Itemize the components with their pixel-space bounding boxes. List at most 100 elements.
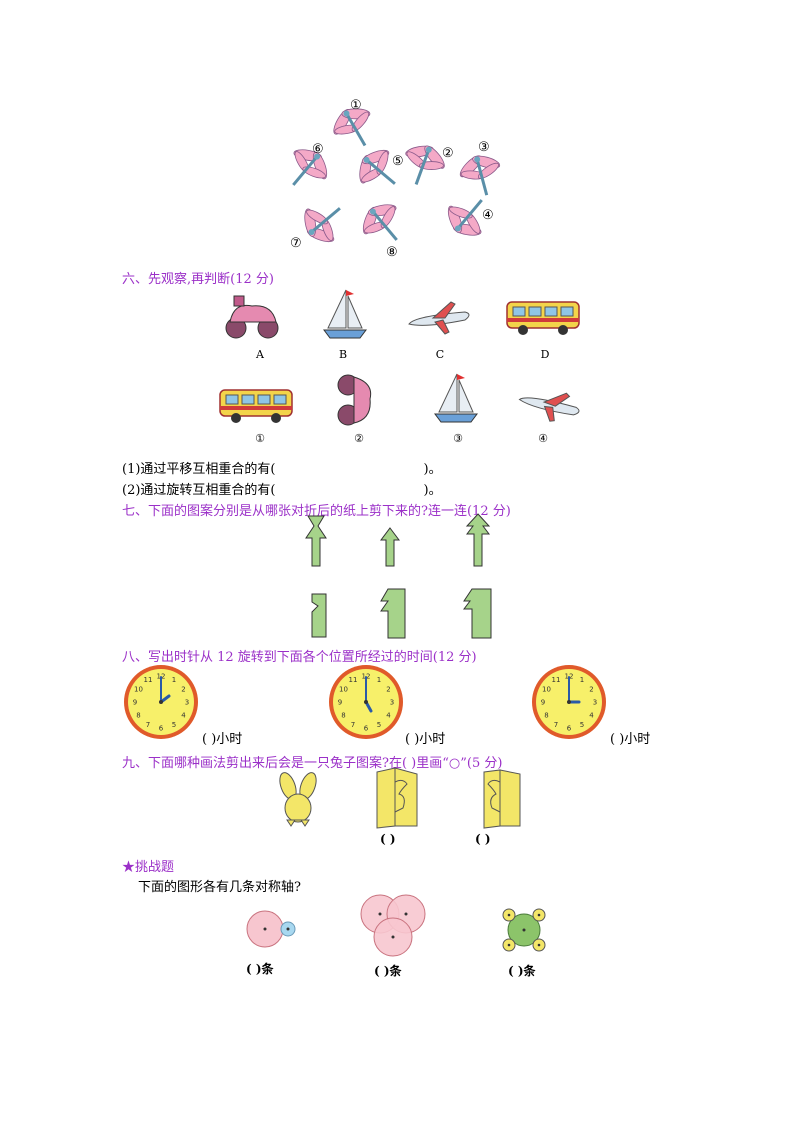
clock-numeral: 2 — [589, 686, 593, 694]
clock-numeral: 8 — [341, 712, 345, 720]
clock-numeral: 10 — [339, 686, 348, 694]
cut-pattern-3-icon — [465, 513, 491, 567]
clock-numeral: 3 — [593, 699, 597, 707]
clock-numeral: 5 — [172, 721, 176, 729]
clock-numeral: 6 — [567, 725, 572, 733]
challenge-title: ★挑战题 — [122, 860, 175, 875]
label-a: A — [256, 348, 264, 361]
clock-numeral: 6 — [364, 725, 369, 733]
label-b: B — [338, 348, 348, 361]
dragonfly-label-4: ④ — [482, 208, 494, 223]
section7-title: 七、下面的图案分别是从哪张对折后的纸上剪下来的?连一连(12 分) — [122, 504, 511, 519]
folded-paper-3-icon — [463, 588, 492, 639]
clock-1-icon: 121234567891011 — [124, 665, 198, 739]
clock-numeral: 3 — [390, 699, 394, 707]
dragonfly-label-6: ⑥ — [312, 142, 324, 157]
label-3: ③ — [453, 432, 463, 445]
symmetry-answer-3[interactable]: ( )条 — [508, 962, 536, 979]
question-translation: (1)通过平移互相重合的有( )。 — [122, 458, 442, 477]
label-c: C — [435, 348, 445, 361]
symmetry-2-unit: 条 — [389, 964, 402, 978]
label-4: ④ — [538, 432, 548, 445]
clock-numeral: 7 — [146, 721, 150, 729]
fold-drawing-1-icon — [376, 767, 418, 829]
symmetry-shape-2-icon — [360, 894, 426, 957]
section6-title: 六、先观察,再判断(12 分) — [122, 272, 274, 287]
symmetry-answer-2[interactable]: ( )条 — [374, 962, 402, 979]
symmetry-3-unit: 条 — [523, 964, 536, 978]
clock-1-answer[interactable]: ( )小时 — [202, 728, 242, 747]
clock-numeral: 7 — [351, 721, 355, 729]
cut-pattern-2-icon — [380, 527, 400, 567]
symmetry-shape-3-icon — [502, 908, 546, 952]
q2-prefix: (2)通过旋转互相重合的有( — [122, 483, 276, 498]
clock-numeral: 8 — [136, 712, 140, 720]
dragonfly-label-7: ⑦ — [290, 236, 302, 251]
q2-suffix: )。 — [423, 483, 442, 498]
clock-2-icon: 121234567891011 — [329, 665, 403, 739]
folded-paper-2-icon — [380, 588, 406, 639]
clock-numeral: 5 — [580, 721, 584, 729]
clock-numeral: 5 — [377, 721, 381, 729]
clock-numeral: 1 — [172, 676, 176, 684]
clock-numeral: 4 — [386, 712, 391, 720]
clock-numeral: 8 — [544, 712, 548, 720]
dragonfly-figure — [274, 95, 511, 256]
clock-numeral: 2 — [181, 686, 185, 694]
bus-d-icon — [506, 301, 580, 335]
motorcycle-a-icon — [225, 295, 279, 339]
clock-numeral: 10 — [134, 686, 143, 694]
clock-numeral: 11 — [144, 676, 153, 684]
clock-numeral: 10 — [542, 686, 551, 694]
label-1: ① — [255, 432, 265, 445]
airplane-4-icon — [518, 392, 580, 422]
clock-numeral: 3 — [185, 699, 189, 707]
clock-1-paren: ( ) — [202, 732, 217, 747]
clock-numeral: 4 — [181, 712, 186, 720]
motorcycle-2-icon — [337, 374, 372, 426]
symmetry-1-unit: 条 — [261, 962, 274, 976]
q1-prefix: (1)通过平移互相重合的有( — [122, 462, 276, 477]
clock-numeral: 2 — [386, 686, 390, 694]
symmetry-1-paren: ( ) — [246, 962, 262, 976]
clock-numeral: 6 — [159, 725, 164, 733]
clock-3-icon: 121234567891011 — [532, 665, 606, 739]
clock-numeral: 7 — [554, 721, 558, 729]
clock-2-answer[interactable]: ( )小时 — [405, 728, 445, 747]
dragonfly-label-5: ⑤ — [392, 154, 404, 169]
symmetry-answer-1[interactable]: ( )条 — [246, 960, 274, 977]
dragonfly-label-8: ⑧ — [386, 245, 398, 260]
clock-3-answer[interactable]: ( )小时 — [610, 728, 650, 747]
symmetry-2-paren: ( ) — [374, 964, 390, 978]
clock-numeral: 9 — [541, 699, 545, 707]
clock-numeral: 1 — [580, 676, 584, 684]
clock-2-unit: 小时 — [419, 732, 446, 747]
section8-title: 八、写出时针从 12 旋转到下面各个位置所经过的时间(12 分) — [122, 650, 477, 665]
symmetry-3-paren: ( ) — [508, 964, 524, 978]
sailboat-b-icon — [323, 289, 367, 339]
clock-numeral: 11 — [552, 676, 561, 684]
fold-answer-2[interactable]: ( ) — [475, 832, 491, 846]
clock-numeral: 4 — [589, 712, 594, 720]
rabbit-pattern-icon — [279, 772, 317, 827]
dragonfly-label-2: ② — [442, 146, 454, 161]
clock-numeral: 11 — [349, 676, 358, 684]
cut-pattern-1-icon — [305, 515, 327, 567]
q1-suffix: )。 — [423, 462, 442, 477]
clock-2-paren: ( ) — [405, 732, 420, 747]
dragonfly-label-1: ① — [350, 98, 362, 113]
clock-1-unit: 小时 — [216, 732, 243, 747]
bus-1-icon — [219, 389, 293, 423]
folded-paper-1-icon — [311, 593, 327, 638]
clock-numeral: 9 — [338, 699, 342, 707]
clock-numeral: 1 — [377, 676, 381, 684]
question-rotation: (2)通过旋转互相重合的有( )。 — [122, 479, 442, 498]
section9-title: 九、下面哪种画法剪出来后会是一只兔子图案?在( )里画“○”(5 分) — [122, 756, 503, 771]
label-2: ② — [354, 432, 364, 445]
fold-answer-1[interactable]: ( ) — [380, 832, 396, 846]
dragonfly-label-3: ③ — [478, 140, 490, 155]
symmetry-shape-1-icon — [246, 910, 296, 948]
clock-numeral: 9 — [133, 699, 137, 707]
challenge-question: 下面的图形各有几条对称轴? — [138, 880, 301, 895]
sailboat-3-icon — [434, 373, 478, 423]
